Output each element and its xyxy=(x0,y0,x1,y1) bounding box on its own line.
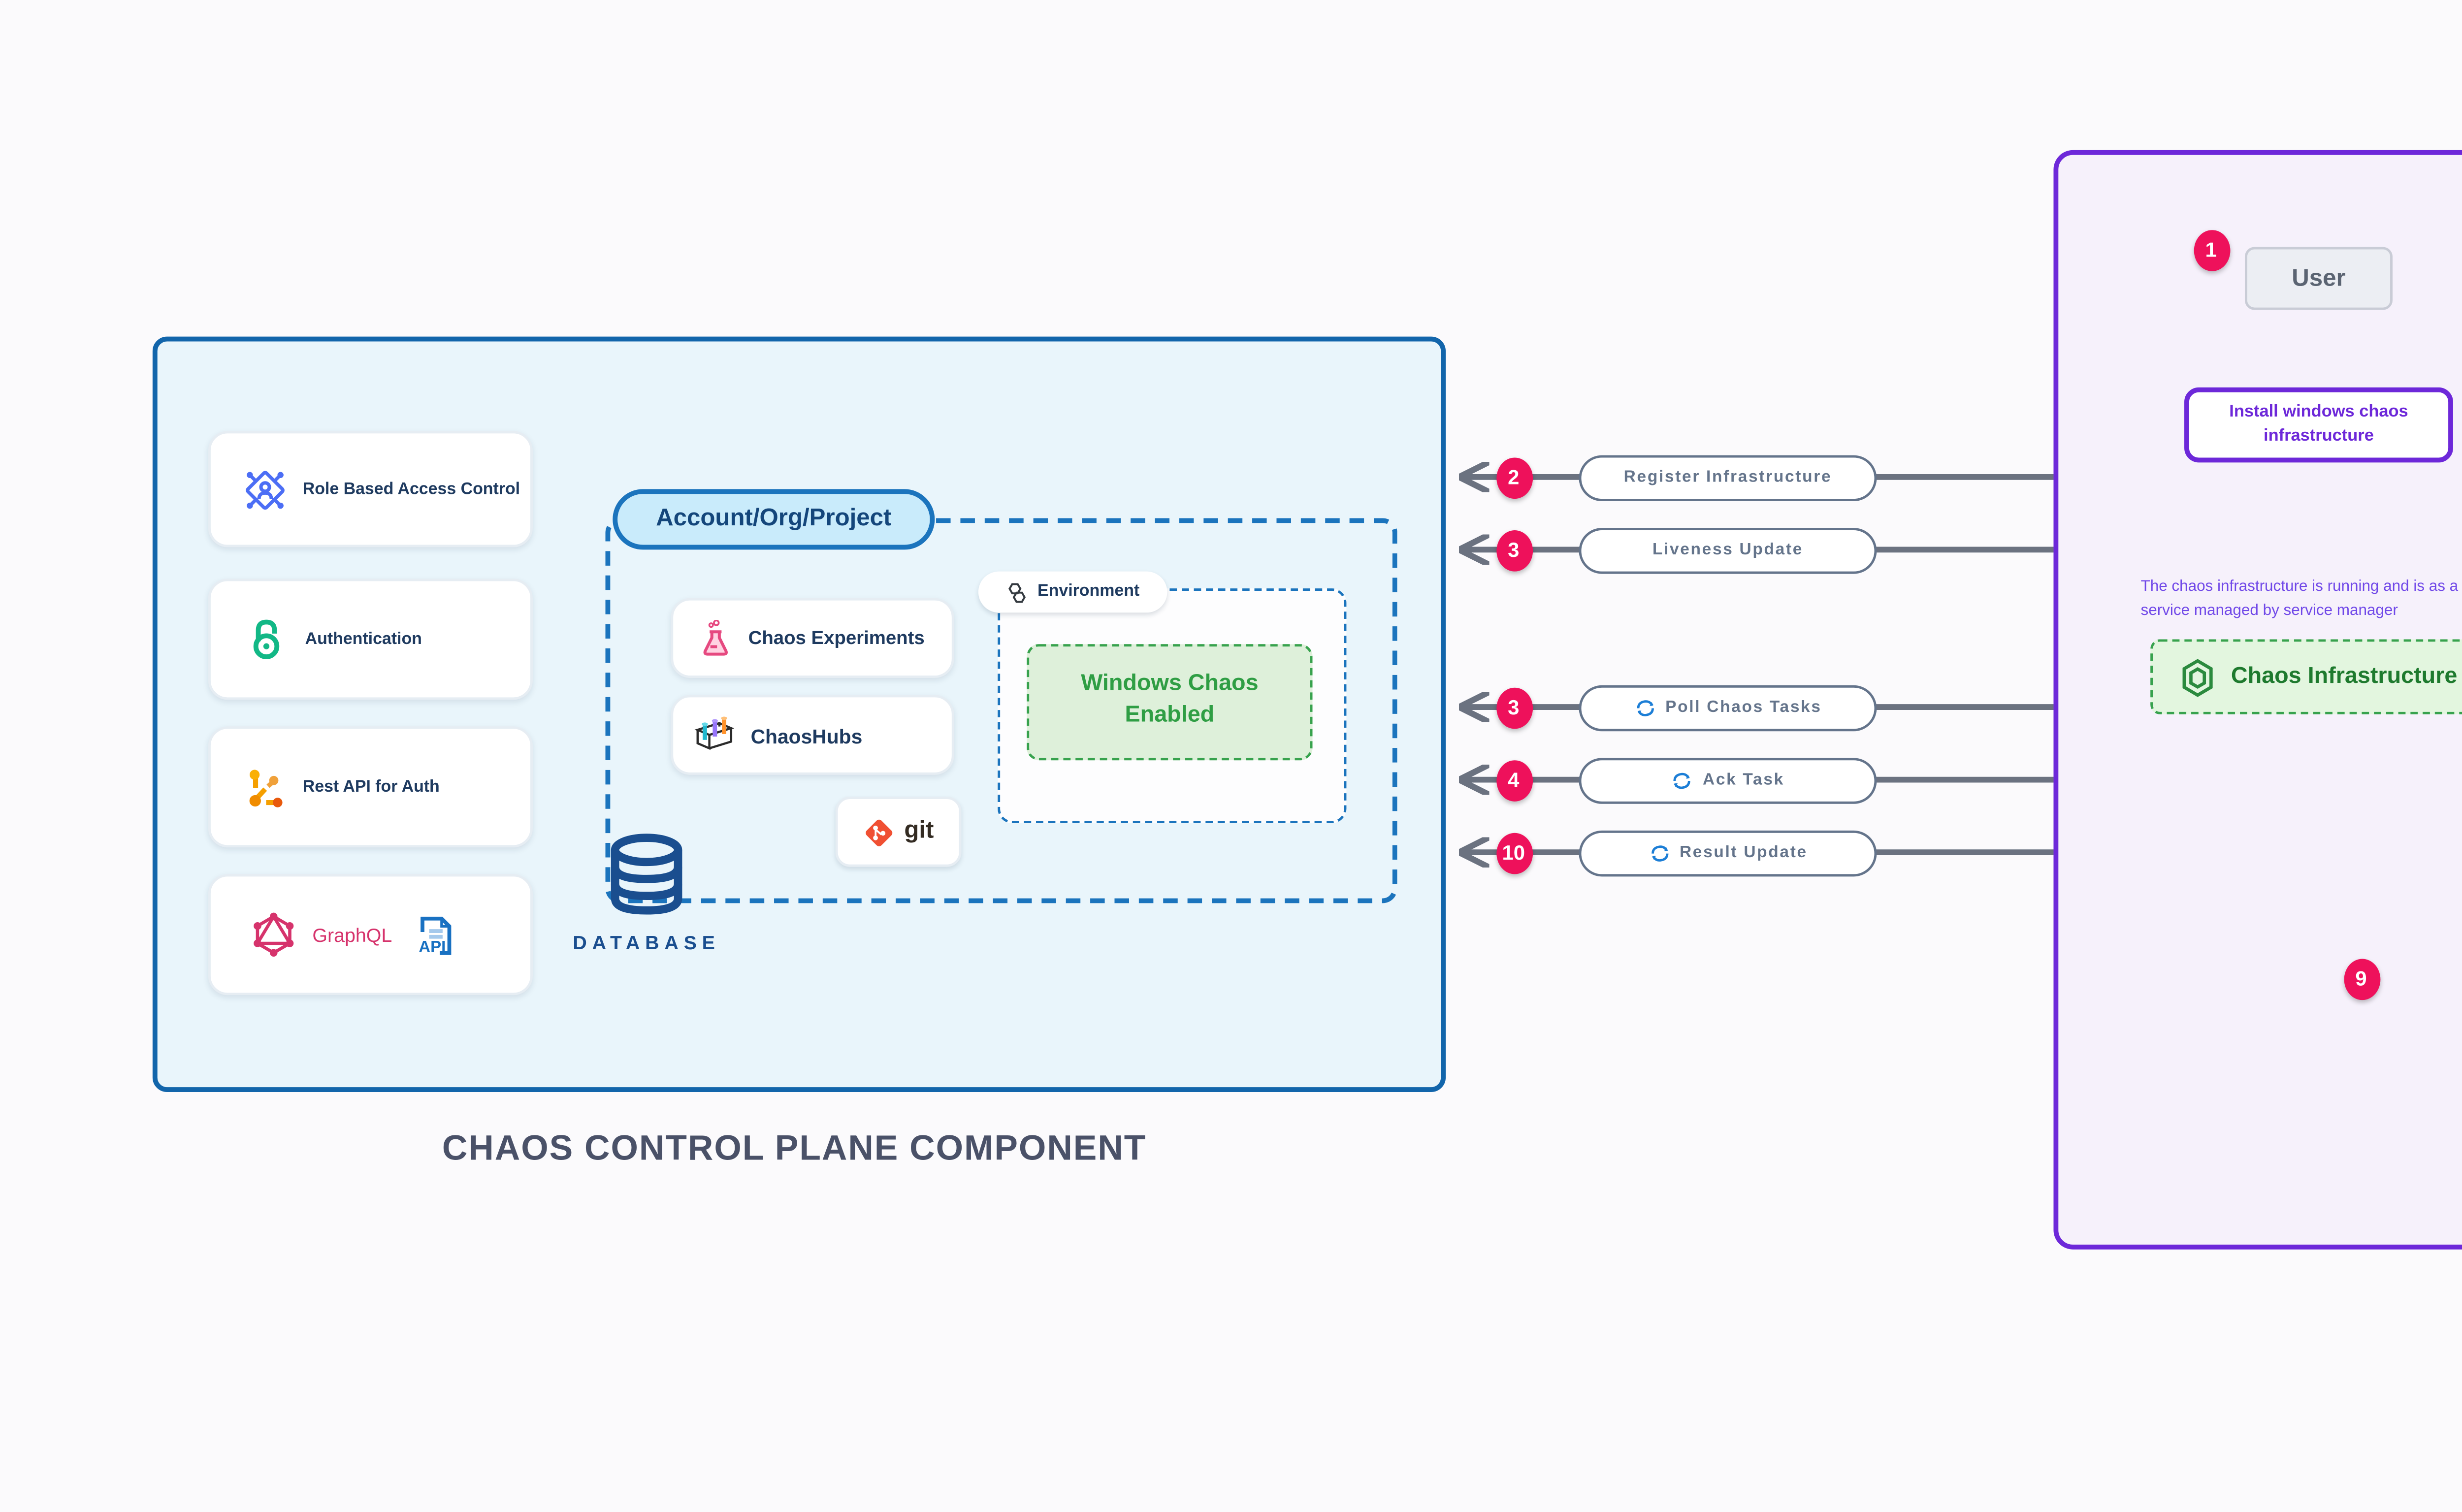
flow-pill-poll-chaos-tasks: Poll Chaos Tasks xyxy=(1579,684,1877,730)
environment-label: Environment xyxy=(1037,583,1140,601)
auth-icon xyxy=(242,615,291,663)
step-badge-4: 4 xyxy=(1495,759,1532,801)
card-rest-api: Rest API for Auth xyxy=(208,726,533,848)
card-label: Chaos Experiments xyxy=(748,627,925,649)
card-authentication: Authentication xyxy=(208,579,533,700)
windows-chaos-enabled-box: Windows Chaos Enabled xyxy=(1027,644,1313,761)
step-badge-9: 9 xyxy=(2343,958,2379,999)
git-card: git xyxy=(835,797,962,867)
api-doc-icon: API xyxy=(416,912,455,958)
card-label: ChaosHubs xyxy=(750,723,863,747)
card-label: Rest API for Auth xyxy=(302,778,440,796)
database-icon xyxy=(601,831,693,930)
account-scope-box xyxy=(605,518,1397,903)
environment-icon xyxy=(1006,580,1030,604)
step-badge-1: 1 xyxy=(2193,228,2230,270)
chaos-infrastructure-label: Chaos Infrastructure xyxy=(2231,663,2458,690)
annotation-service-manager: The chaos infrastructure is running and … xyxy=(2140,579,2459,619)
sync-icon xyxy=(1634,696,1655,718)
step-badge-3: 3 xyxy=(1495,529,1532,571)
svg-text:API: API xyxy=(419,936,446,955)
card-chaos-experiments: Chaos Experiments xyxy=(671,598,954,678)
chaoshubs-icon xyxy=(693,714,737,756)
step-badge-3b: 3 xyxy=(1495,686,1532,728)
git-icon xyxy=(863,815,897,849)
chaos-infrastructure-icon xyxy=(2180,657,2217,696)
git-label: git xyxy=(904,818,934,845)
install-infra-box: Install windows chaos infrastructure xyxy=(2184,387,2453,463)
card-label: Role Based Access Control xyxy=(302,481,520,498)
graphql-label: GraphQL xyxy=(312,924,392,946)
sync-icon xyxy=(1648,841,1670,863)
database-label: DATABASE xyxy=(573,932,720,954)
user-box: User xyxy=(2244,247,2393,310)
card-label: Authentication xyxy=(305,631,422,648)
flow-pill-ack-task: Ack Task xyxy=(1579,756,1877,803)
flask-icon xyxy=(697,618,734,658)
control-plane-title: CHAOS CONTROL PLANE COMPONENT xyxy=(442,1130,1147,1170)
chaos-infrastructure-box: Chaos Infrastructure xyxy=(2150,639,2462,714)
step-badge-10: 10 xyxy=(1495,832,1532,873)
graphql-icon xyxy=(250,910,298,959)
card-graphql: GraphQL API xyxy=(208,874,533,996)
user-label: User xyxy=(2292,265,2346,292)
card-rbac: Role Based Access Control xyxy=(208,431,533,547)
flow-pill-result-update: Result Update xyxy=(1579,829,1877,875)
account-org-project-pill: Account/Org/Project xyxy=(613,489,935,550)
flow-pill-register-infrastructure: Register Infrastructure xyxy=(1579,454,1877,500)
sync-icon xyxy=(1671,769,1693,790)
account-pill-label: Account/Org/Project xyxy=(656,506,892,533)
step-badge-2: 2 xyxy=(1495,456,1532,498)
flow-pill-liveness-update: Liveness Update xyxy=(1579,526,1877,573)
rbac-icon xyxy=(242,466,288,512)
card-chaoshubs: ChaosHubs xyxy=(671,695,954,775)
windows-chaos-label: Windows Chaos Enabled xyxy=(1081,671,1259,729)
environment-label-pill: Environment xyxy=(978,571,1167,613)
rest-api-icon xyxy=(242,764,288,810)
